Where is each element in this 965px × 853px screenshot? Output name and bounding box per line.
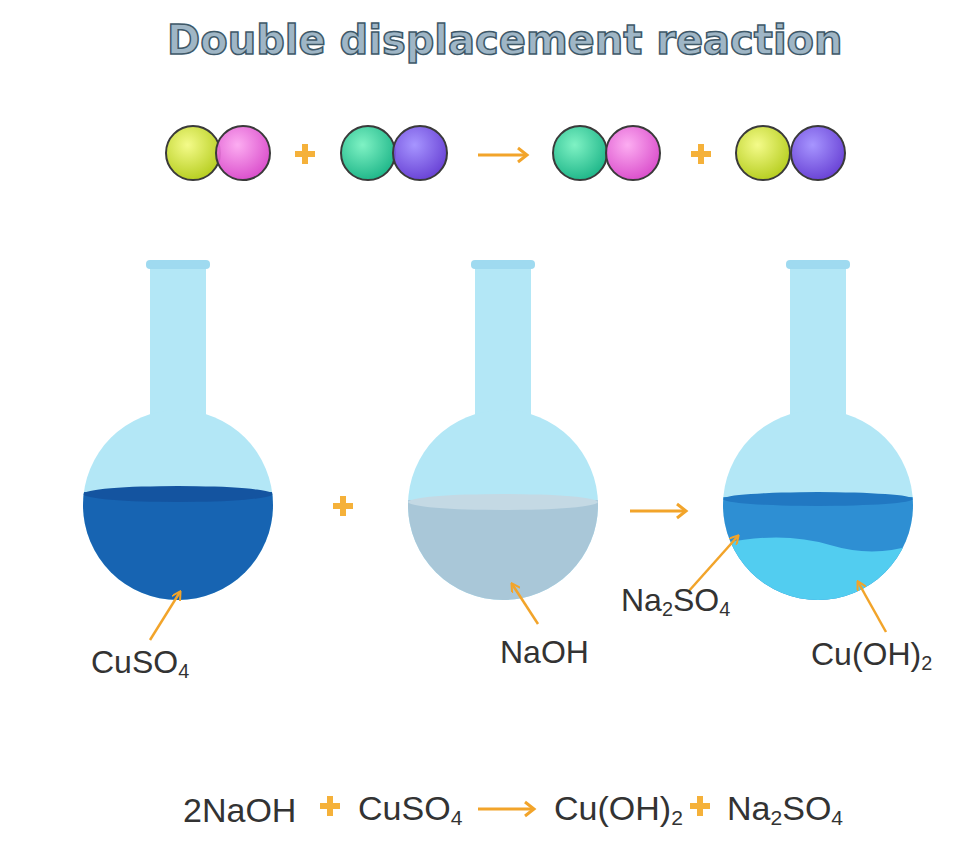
chemical-label: Cu(OH)2 (554, 791, 683, 828)
chemical-label: Na2SO4 (621, 584, 730, 620)
flask-naoh (400, 260, 620, 620)
chemical-label: NaOH (500, 636, 589, 668)
chemical-label: 2NaOH (183, 793, 296, 827)
plus-signs (295, 144, 711, 816)
chemical-label: CuSO4 (358, 791, 462, 828)
chemical-label: Na2SO4 (727, 791, 843, 828)
flask-products (715, 260, 925, 627)
diagram-title: Double displacement reaction (167, 20, 843, 60)
molecule-balls (166, 126, 845, 180)
chemical-label: CuSO4 (91, 646, 189, 682)
chemical-label: Cu(OH)2 (811, 638, 932, 674)
leader-lines (150, 536, 886, 640)
flask-cuso4 (60, 260, 300, 622)
